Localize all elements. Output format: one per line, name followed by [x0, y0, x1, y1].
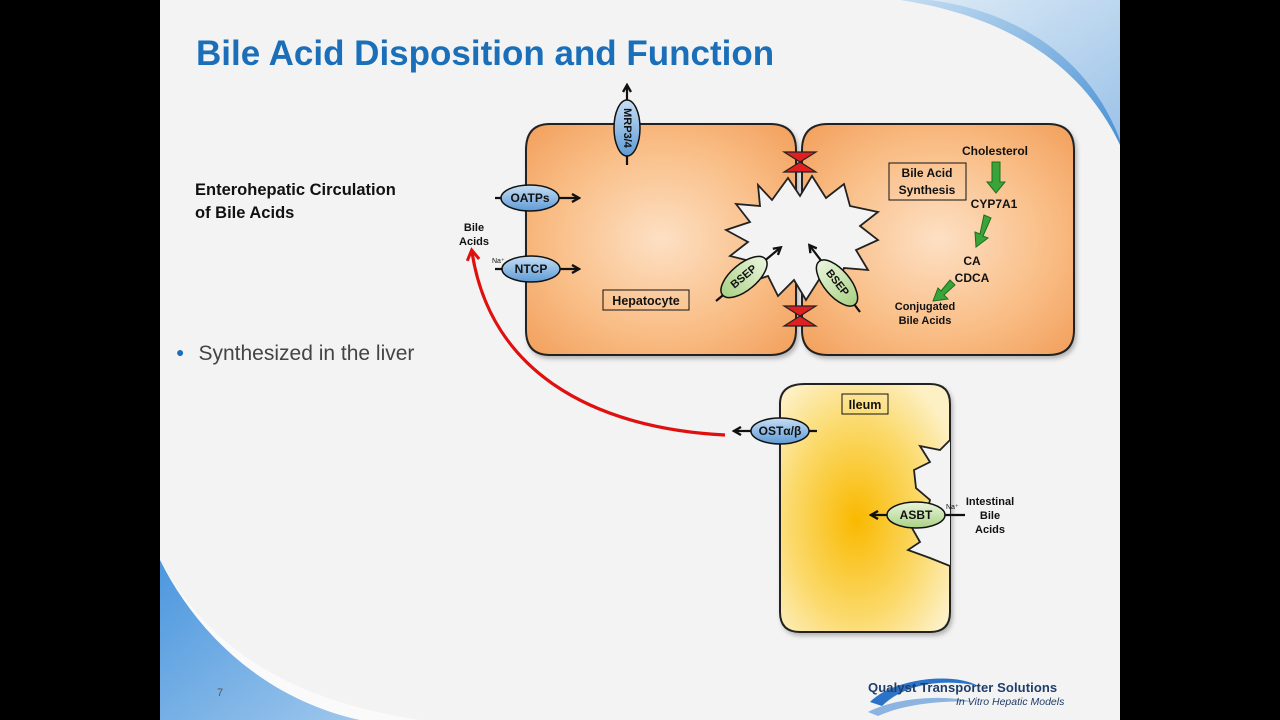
bullet-text: Synthesized in the liver [198, 342, 415, 365]
hepatocyte-cell-right [801, 123, 1075, 356]
synthesis-arrow-1 [985, 161, 1007, 194]
asbt-label: ASBT [900, 508, 933, 522]
ileum-brush-border [906, 439, 951, 567]
ca-label: CA [963, 254, 981, 268]
ntcp-label: NTCP [515, 262, 548, 276]
enterohepatic-diagram: MRP3/4 OATPs NTCP Na⁺ Bile Acids Hepatoc… [459, 0, 1075, 633]
asbt-transporter: ASBT Na⁺ [872, 501, 965, 529]
subtitle: Enterohepatic Circulation of Bile Acids [195, 179, 396, 225]
slide-background [160, 0, 1120, 720]
subtitle-line-1: Enterohepatic Circulation [195, 181, 396, 199]
synthesis-label-line-1: Bile Acid [902, 166, 953, 180]
conjugated-label-line-1: Conjugated [895, 301, 956, 313]
cyp7a1-label: CYP7A1 [971, 197, 1018, 211]
slide-title: Bile Acid Disposition and Function [196, 34, 775, 73]
logo-tagline: In Vitro Hepatic Models [956, 696, 1065, 708]
synthesis-label-line-2: Synthesis [899, 183, 956, 197]
subtitle-line-2: of Bile Acids [195, 204, 295, 222]
ileum-label: Ileum [849, 398, 882, 412]
page-number: 7 [217, 687, 224, 699]
cdca-label: CDCA [955, 271, 990, 285]
bsep-transporter-left: BSEP [715, 248, 780, 302]
hepatocyte-label-box [602, 289, 690, 311]
na-asbt-label: Na⁺ [946, 504, 959, 511]
oatps-transporter: OATPs [495, 184, 578, 212]
ntcp-transporter: NTCP Na⁺ [492, 255, 578, 283]
bile-acids-label-line-2: Acids [459, 236, 489, 248]
intestinal-bile-acids-line-2: Bile [980, 510, 1000, 522]
bsep-transporter-right: BSEP [809, 246, 861, 313]
bullet-dot-icon: ● [176, 344, 185, 360]
slide: Bile Acid Disposition and Function Enter… [160, 0, 1120, 720]
synthesis-arrows [932, 161, 1007, 302]
intestinal-bile-acids-line-3: Acids [975, 524, 1005, 536]
logo-name: Qualyst Transporter Solutions [868, 680, 1058, 695]
bottom-left-swoosh [160, 560, 360, 720]
na-ntcp-label: Na⁺ [492, 258, 505, 265]
hepatocyte-label: Hepatocyte [612, 294, 679, 308]
mrp-label: MRP3/4 [621, 108, 633, 149]
synthesis-arrow-2 [974, 214, 992, 248]
mrp-transporter: MRP3/4 [613, 86, 641, 165]
tight-junction-bottom [781, 305, 819, 327]
synthesis-box [888, 162, 967, 201]
logo-swoosh-icon [868, 678, 978, 716]
cholesterol-label: Cholesterol [962, 144, 1028, 158]
bile-acids-label-line-1: Bile [464, 222, 484, 234]
bullet-item: ● Synthesized in the liver [176, 342, 414, 366]
intestinal-bile-acids-line-1: Intestinal [966, 496, 1014, 508]
tight-junction-top [781, 151, 819, 173]
conjugated-label-line-2: Bile Acids [899, 315, 952, 327]
top-right-swoosh [900, 0, 1120, 145]
oatps-label: OATPs [510, 191, 549, 205]
ileum-label-box [841, 393, 889, 415]
portal-circulation-arrow [472, 252, 726, 437]
ileum-cell [779, 383, 951, 633]
synthesis-arrow-3 [932, 279, 956, 302]
ost-transporter: OSTα/β [735, 417, 817, 445]
ost-label: OSTα/β [759, 424, 802, 438]
